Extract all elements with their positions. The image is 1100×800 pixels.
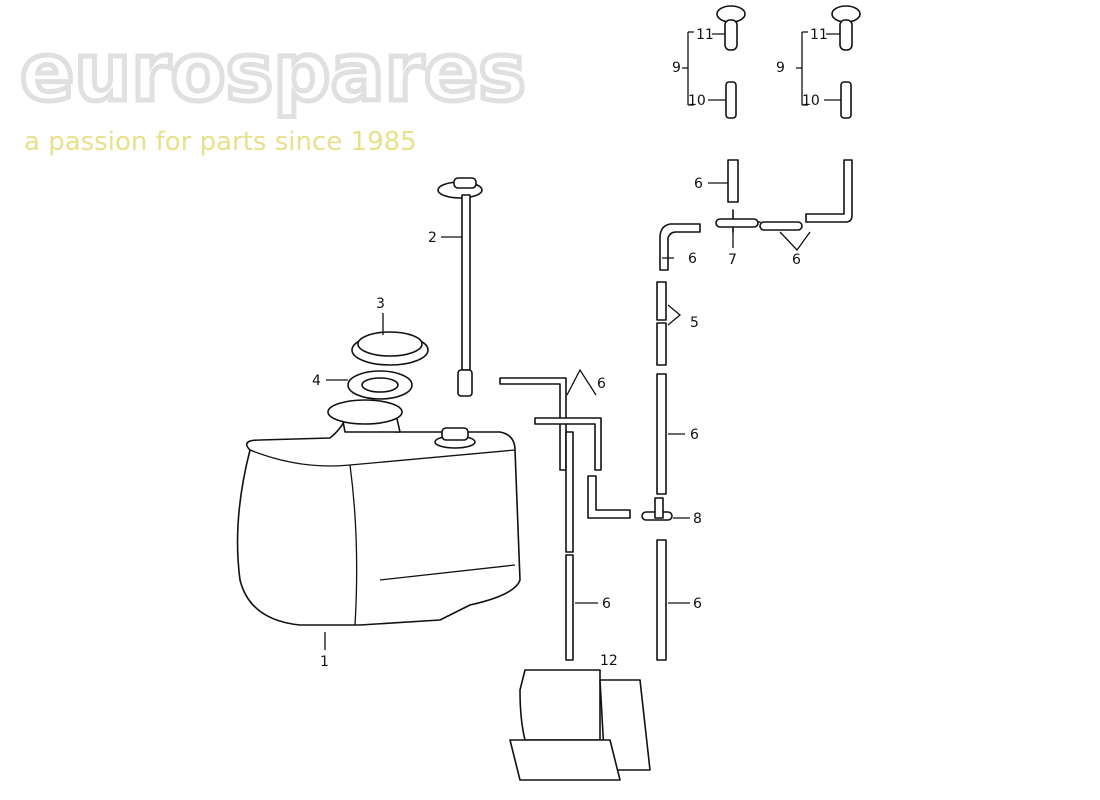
- callout-7: 7: [728, 252, 737, 268]
- filler-cap: [351, 331, 429, 366]
- washer-jet-left: [716, 5, 746, 119]
- callout-9: 9: [672, 60, 681, 76]
- callout-10: 10: [802, 93, 820, 109]
- callout-10: 10: [688, 93, 706, 109]
- callout-1: 1: [320, 654, 329, 670]
- reservoir-tank: [236, 399, 521, 626]
- callout-5: 5: [690, 315, 699, 331]
- callout-6: 6: [690, 427, 699, 443]
- callout-11: 11: [696, 27, 714, 43]
- pickup-tube: [437, 177, 483, 397]
- callout-6: 6: [602, 596, 611, 612]
- watermark: eurospares a passion for parts since 198…: [18, 24, 529, 158]
- callout-6: 6: [597, 376, 606, 392]
- callout-6: 6: [694, 176, 703, 192]
- washer-jet-right: [831, 5, 861, 119]
- washer-pump: [509, 669, 651, 781]
- watermark-tagline: a passion for parts since 1985: [24, 127, 417, 157]
- seal-ring: [347, 370, 413, 400]
- callout-11: 11: [810, 27, 828, 43]
- callout-9: 9: [776, 60, 785, 76]
- callout-12: 12: [600, 653, 618, 669]
- callout-4: 4: [312, 373, 321, 389]
- callout-6: 6: [693, 596, 702, 612]
- leader-lines: [324, 31, 841, 650]
- watermark-brand: eurospares: [20, 26, 526, 119]
- callout-3: 3: [376, 296, 385, 312]
- callout-2: 2: [428, 230, 437, 246]
- callout-6: 6: [792, 252, 801, 268]
- hoses: [499, 159, 853, 661]
- callouts: 9 11 10 9 11 10 6 7 6 6 2 3 4 5 6 6 8 6 …: [312, 27, 828, 670]
- callout-8: 8: [693, 511, 702, 527]
- callout-6: 6: [688, 251, 697, 267]
